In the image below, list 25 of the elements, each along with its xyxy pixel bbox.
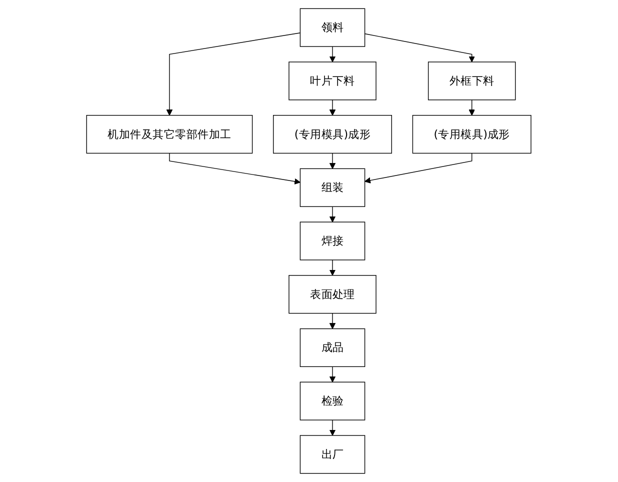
arrow [330, 366, 336, 382]
node-box: 焊接 [300, 222, 366, 260]
arrow [169, 152, 301, 184]
node-box: 叶片下料 [288, 62, 377, 100]
arrow [330, 152, 336, 169]
arrow [330, 260, 336, 276]
node-box: 机加件及其它零部件加工 [86, 114, 253, 154]
arrow [166, 32, 301, 116]
node-box: 组装 [300, 168, 366, 207]
arrow [468, 100, 476, 116]
node-box: 出厂 [300, 435, 366, 474]
arrow [364, 152, 472, 184]
node-box: 检验 [300, 382, 366, 420]
node-box: 表面处理 [288, 275, 377, 314]
node-box: (专用模具)成形 [273, 114, 392, 154]
arrow [330, 312, 336, 330]
arrow [330, 420, 336, 436]
node-box: 成品 [300, 328, 366, 368]
node-box: 外框下料 [428, 62, 516, 100]
node-box: (专用模具)成形 [412, 114, 532, 154]
node-box: 领料 [300, 8, 366, 47]
arrow [330, 100, 336, 116]
arrow [330, 206, 336, 222]
arrow [330, 46, 336, 62]
arrow [364, 33, 476, 62]
